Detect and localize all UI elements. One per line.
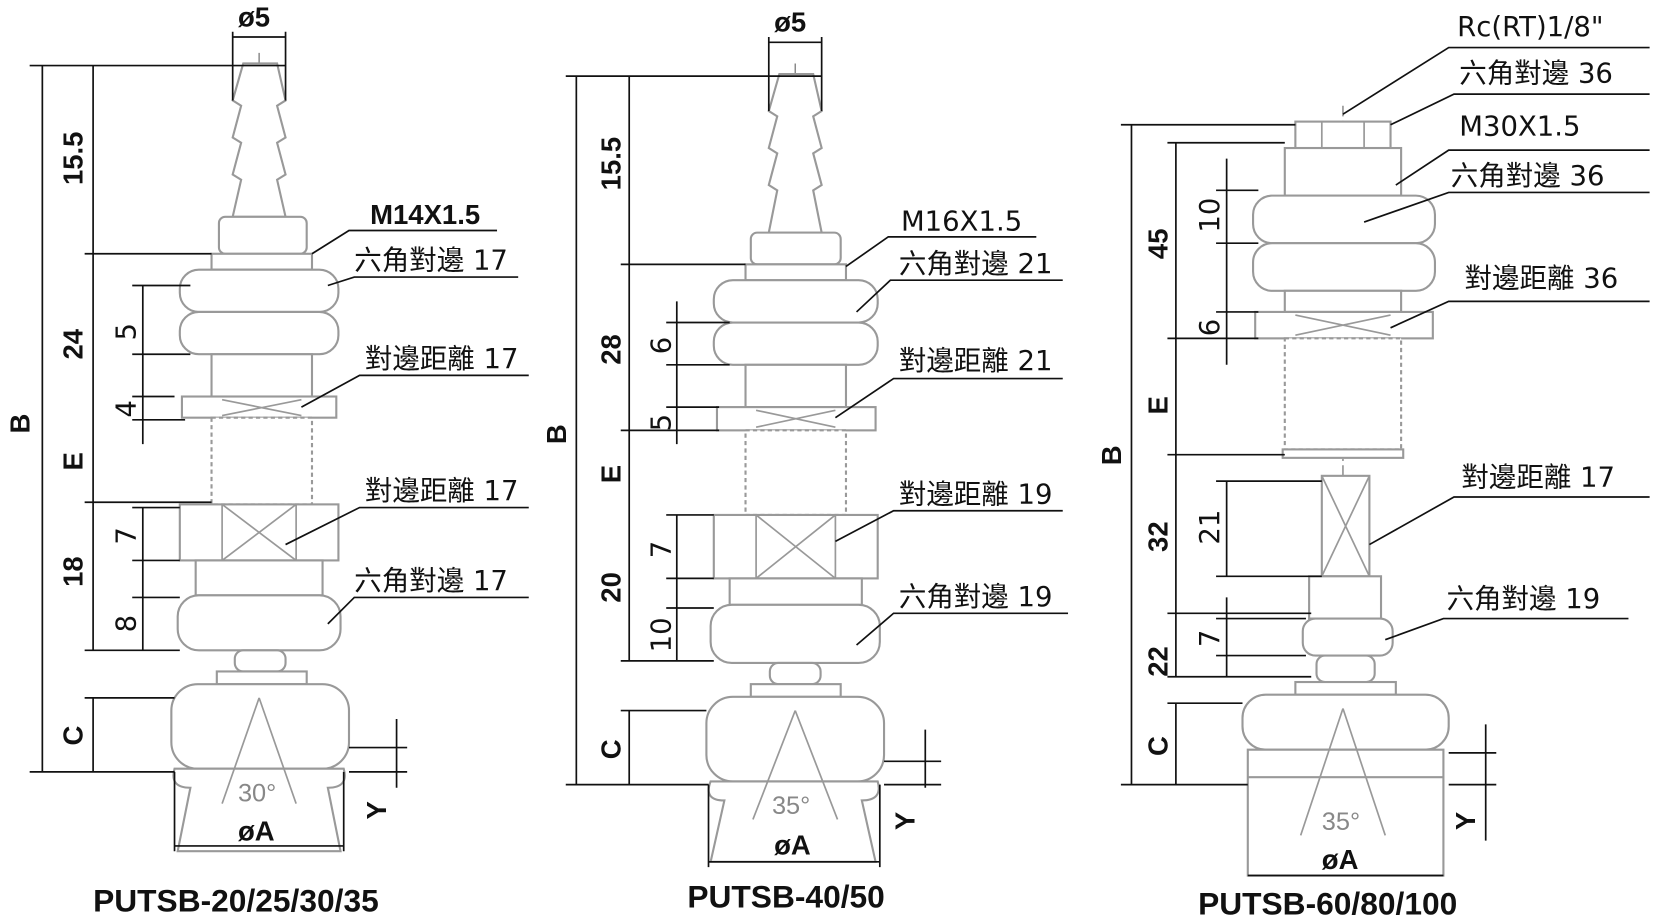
hose-barb xyxy=(767,72,823,234)
dim-10: 10 xyxy=(645,617,677,652)
hex-nut xyxy=(712,321,879,366)
callout-hex: 六角對邊 17 xyxy=(354,245,508,277)
angle-label: 35° xyxy=(772,792,810,820)
hex-nut xyxy=(178,268,340,313)
dim-diaA: øA xyxy=(1322,844,1359,875)
dim-28: 28 xyxy=(596,334,627,365)
dim-8: 8 xyxy=(110,615,142,633)
drawing-putsb-20: 30° B 15.5 24 E 18 C 5 4 7 8 Y ø5 øA M14… xyxy=(5,1,529,918)
dim-20: 20 xyxy=(596,572,627,603)
dim-C: C xyxy=(596,739,627,759)
callout-hex: 六角對邊 36 xyxy=(1451,160,1605,192)
threaded-rod xyxy=(1283,337,1403,451)
dim-Y: Y xyxy=(361,801,392,819)
model-title: PUTSB-20/25/30/35 xyxy=(93,882,379,918)
dim-6: 6 xyxy=(645,337,677,355)
dim-E: E xyxy=(596,465,627,483)
dim-15.5: 15.5 xyxy=(58,132,89,186)
callout-thread: M30X1.5 xyxy=(1459,110,1580,142)
dim-E: E xyxy=(1142,396,1173,414)
drawing-putsb-40: 35° B 15.5 28 E 20 C 6 5 7 10 Y ø5 øA M1… xyxy=(541,7,1069,914)
angle-label: 35° xyxy=(1322,808,1360,836)
suction-cup xyxy=(705,695,886,783)
dim-7: 7 xyxy=(645,541,677,559)
dim-dia5: ø5 xyxy=(774,7,806,38)
callout-flats: 對邊距離 19 xyxy=(899,478,1053,510)
dim-Y: Y xyxy=(890,812,921,830)
top-hex-fitting xyxy=(1294,120,1392,150)
callout-port: Rc(RT)1/8" xyxy=(1457,11,1603,43)
dim-45: 45 xyxy=(1142,228,1173,259)
hex-nut-bottom xyxy=(709,603,881,665)
hex-nut-top xyxy=(217,215,308,255)
hex-nut-bottom xyxy=(176,594,342,652)
dim-B: B xyxy=(1096,445,1127,465)
dim-32: 32 xyxy=(1142,521,1173,552)
callout-hex: 六角對邊 19 xyxy=(1447,583,1601,615)
hose-barb xyxy=(231,62,287,218)
dim-5: 5 xyxy=(110,323,142,341)
suction-cup xyxy=(170,683,351,770)
dim-7: 7 xyxy=(110,527,142,545)
dim-C: C xyxy=(1142,736,1173,756)
threaded-rod xyxy=(744,429,848,517)
dim-18: 18 xyxy=(58,556,89,587)
dim-24: 24 xyxy=(58,328,89,359)
dim-diaA: øA xyxy=(774,829,811,860)
hex-nut xyxy=(1252,242,1437,292)
dim-C: C xyxy=(58,725,89,745)
hex-nut xyxy=(178,310,340,356)
callout-hex: 六角對邊 36 xyxy=(1459,57,1613,89)
dim-6: 6 xyxy=(1194,319,1226,337)
callout-hex: 六角對邊 19 xyxy=(899,581,1053,613)
dim-E: E xyxy=(58,452,89,470)
callout-flats: 對邊距離 21 xyxy=(899,345,1053,377)
dim-21: 21 xyxy=(1194,510,1226,545)
dim-Y: Y xyxy=(1450,812,1481,830)
dim-10: 10 xyxy=(1194,198,1226,233)
callout-flats: 對邊距離 17 xyxy=(365,475,519,507)
model-title: PUTSB-40/50 xyxy=(687,878,884,914)
model-title: PUTSB-60/80/100 xyxy=(1198,886,1457,921)
dim-5: 5 xyxy=(645,414,677,432)
hex-nut xyxy=(1252,194,1437,245)
dim-22: 22 xyxy=(1142,646,1173,677)
dim-diaA: øA xyxy=(238,816,275,847)
threaded-rod xyxy=(210,416,314,506)
dim-B: B xyxy=(541,424,572,444)
suction-cup xyxy=(1241,693,1450,751)
dim-dia5: ø5 xyxy=(238,1,270,32)
dim-7: 7 xyxy=(1194,630,1226,647)
callout-hex: 六角對邊 21 xyxy=(899,248,1053,280)
callout-flats: 對邊距離 17 xyxy=(365,343,519,375)
angle-label: 30° xyxy=(238,780,276,808)
hex-nut xyxy=(712,279,879,324)
drawing-putsb-60: 35° B 45 E 32 22 C 10 6 21 7 Y øA Rc(RT)… xyxy=(1096,11,1650,921)
callout-hex: 六角對邊 17 xyxy=(354,565,508,597)
dim-15.5: 15.5 xyxy=(596,137,627,191)
hex-nut-bottom xyxy=(1301,617,1394,657)
callout-flats: 對邊距離 36 xyxy=(1465,263,1619,295)
dim-4: 4 xyxy=(110,400,142,418)
callout-thread: M14X1.5 xyxy=(370,199,480,230)
callout-flats: 對邊距離 17 xyxy=(1461,461,1615,493)
dim-B: B xyxy=(5,414,36,434)
callout-thread: M16X1.5 xyxy=(901,206,1022,238)
